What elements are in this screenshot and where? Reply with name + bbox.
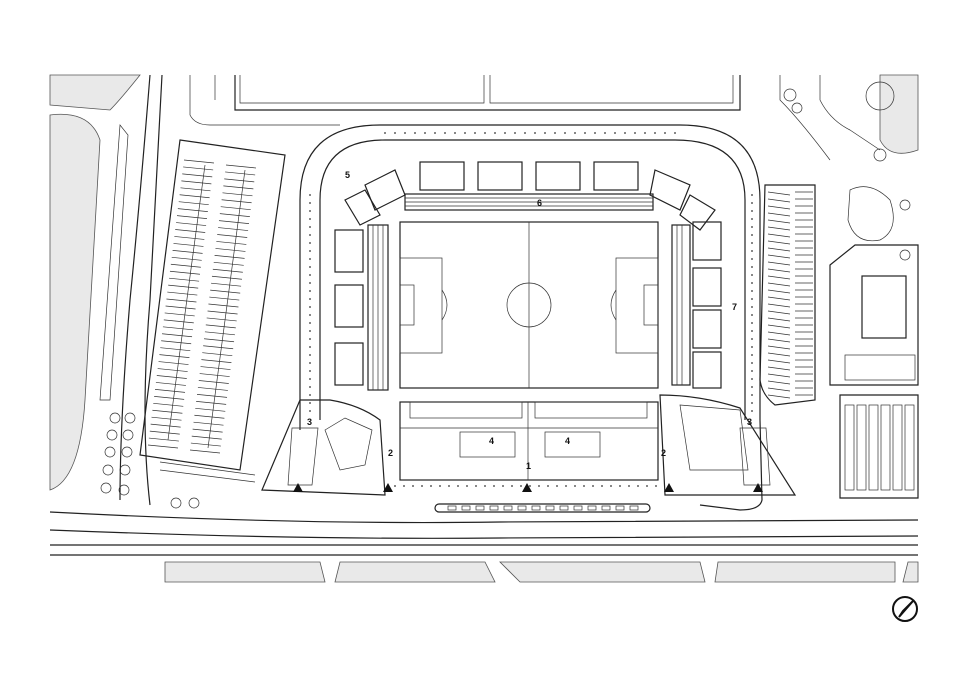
roads	[49, 74, 919, 556]
label-stand-north: 6	[537, 198, 542, 208]
plan-labels: 1 2 2 3 3 4 4 5 6 7	[307, 170, 752, 471]
entrance-marker	[753, 483, 763, 492]
north-arrow-icon	[892, 596, 918, 622]
label-corner-right: 3	[747, 417, 752, 427]
label-corner-left: 3	[307, 417, 312, 427]
transit-bar	[434, 503, 651, 513]
parking-west	[139, 139, 286, 483]
entrance-marker	[383, 483, 393, 492]
label-stair-right: 2	[661, 448, 666, 458]
entrance-marker	[522, 483, 532, 492]
label-parking-east: 7	[732, 302, 737, 312]
entrance-marker	[664, 483, 674, 492]
landscape-zones	[49, 74, 919, 583]
entrance-marker	[293, 483, 303, 492]
label-corner-north: 5	[345, 170, 350, 180]
label-entrance-main: 1	[526, 461, 531, 471]
entrances	[293, 483, 763, 492]
facilities-east	[779, 75, 919, 499]
parking-east	[759, 184, 816, 406]
stadium	[261, 124, 797, 511]
label-stair-left: 2	[388, 448, 393, 458]
tree-row-west	[99, 124, 200, 509]
label-block-left: 4	[489, 436, 494, 446]
label-block-right: 4	[565, 436, 570, 446]
